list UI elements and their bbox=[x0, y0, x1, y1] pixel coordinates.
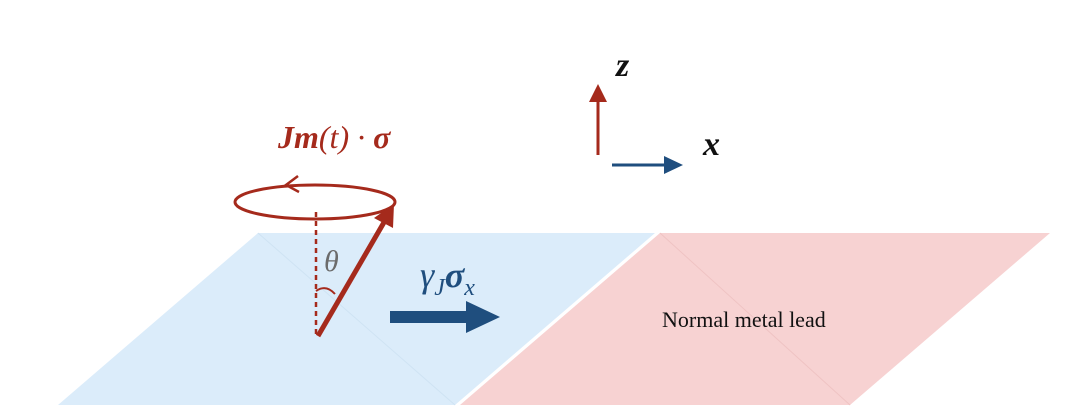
exchange-t: (t) · bbox=[319, 119, 373, 155]
exchange-sigma: σ bbox=[373, 119, 391, 155]
lead-region-diagonal bbox=[659, 232, 851, 406]
current-arrow-shaft bbox=[390, 311, 468, 323]
z-axis-label: z bbox=[615, 47, 630, 84]
gamma-symbol: γ bbox=[420, 255, 435, 295]
precession-ellipse bbox=[233, 183, 397, 221]
sigma-subscript: x bbox=[463, 275, 475, 301]
sigma-symbol: σ bbox=[445, 255, 466, 295]
exchange-J: J bbox=[277, 119, 295, 155]
x-axis-arrowhead bbox=[664, 156, 683, 174]
magnetization-arrowhead bbox=[374, 204, 394, 228]
exchange-m: m bbox=[294, 119, 319, 155]
theta-angle-arc bbox=[315, 287, 336, 295]
x-axis-label: x bbox=[702, 126, 720, 163]
precession-direction-icon bbox=[283, 175, 300, 194]
theta-label: θ bbox=[324, 245, 339, 278]
lead-label: Normal metal lead bbox=[662, 307, 826, 332]
current-arrow-head bbox=[466, 301, 500, 333]
magnetization-arrow bbox=[315, 210, 393, 338]
gamma-subscript: J bbox=[434, 275, 446, 301]
exchange-term-label: Jm(t) · σ bbox=[277, 119, 391, 155]
gamma-sigma-label: γJσx bbox=[420, 255, 475, 301]
z-axis-arrowhead bbox=[589, 84, 607, 102]
blue-region-diagonal bbox=[257, 232, 456, 406]
